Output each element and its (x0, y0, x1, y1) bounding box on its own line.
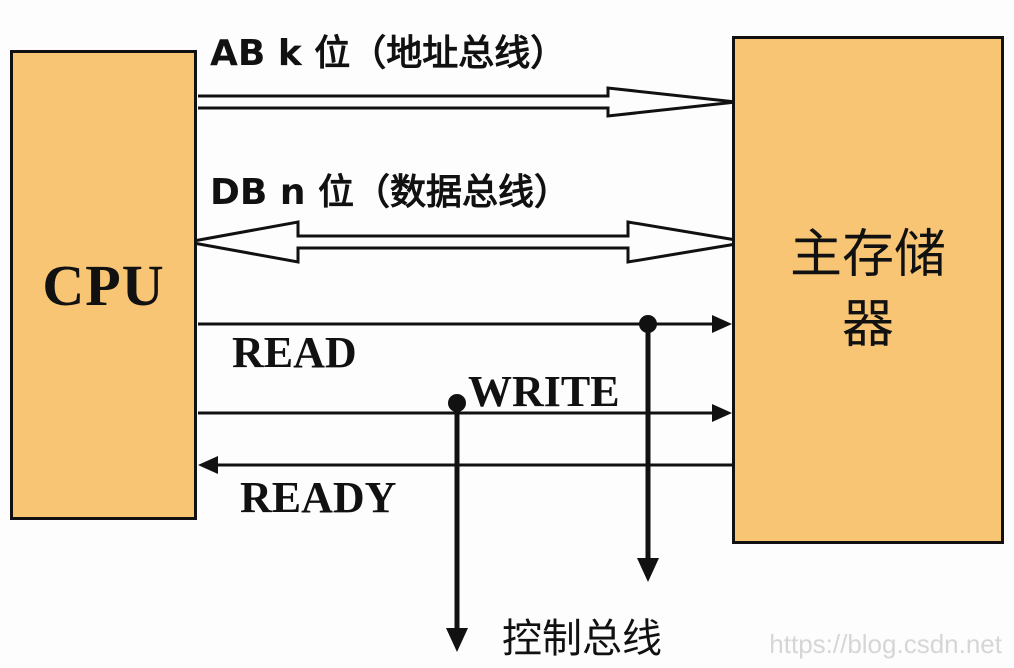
address-bus-arrow (198, 86, 737, 118)
read-signal-label: READ (232, 328, 357, 377)
control-tap-write (446, 394, 468, 652)
watermark: https://blog.csdn.net (769, 629, 1002, 659)
cpu-box: CPU (10, 50, 197, 520)
address-bus-label: AB k 位（地址总线） (210, 33, 567, 74)
data-bus-arrow (187, 220, 749, 264)
control-bus-label: 控制总线 (502, 616, 662, 662)
control-tap-read (637, 315, 659, 582)
data-bus-label: DB n 位（数据总线） (210, 172, 571, 213)
write-signal-label: WRITE (468, 367, 620, 416)
main-memory-box: 主存储器 (732, 36, 1004, 544)
ready-signal-label: READY (240, 473, 397, 522)
cpu-label: CPU (42, 252, 165, 318)
main-memory-label: 主存储器 (789, 225, 946, 355)
read-line (198, 315, 732, 333)
